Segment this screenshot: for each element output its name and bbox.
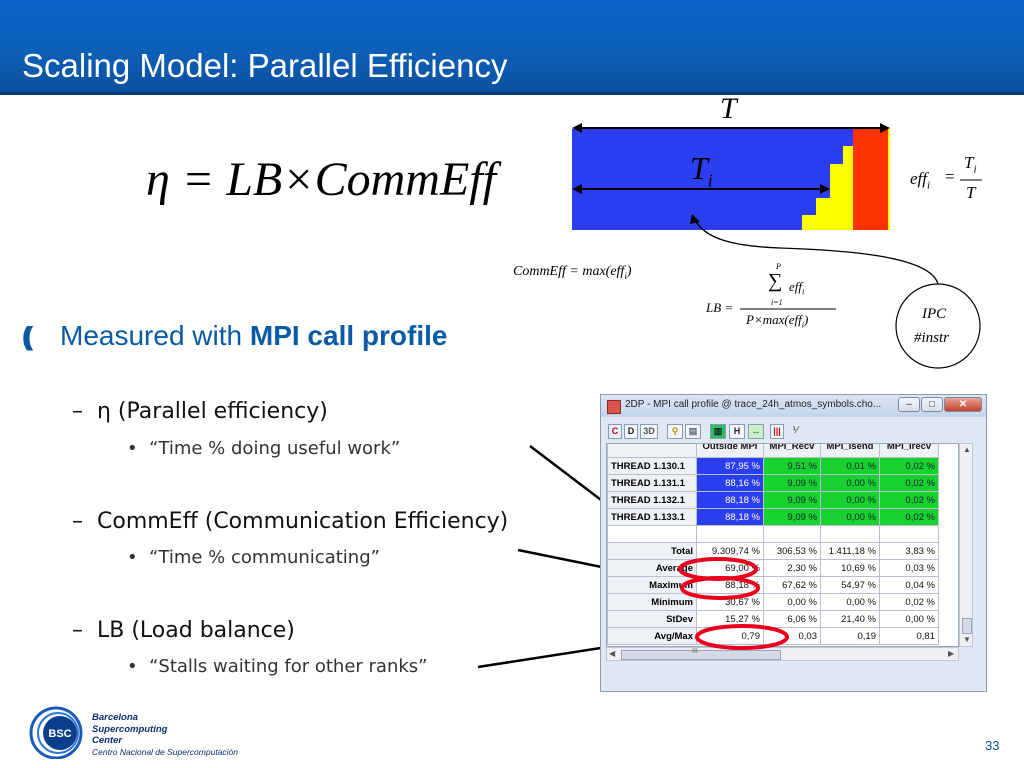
stats-row-stdev[interactable]: StDev 15,27 % 6,06 % 21,40 % 0,00 % (607, 610, 939, 628)
lb-sum-term: effi (789, 279, 805, 297)
scroll-down-icon[interactable]: ▼ (963, 635, 971, 644)
eff-equals: = (945, 167, 955, 186)
bullet-commeff: – CommEff (Communication Efficiency) (72, 509, 509, 534)
t-label: T (720, 92, 737, 125)
title-bar: Scaling Model: Parallel Efficiency (0, 0, 1024, 95)
maximize-button[interactable]: □ (921, 397, 943, 412)
table-row[interactable]: THREAD 1.130.1 87,95 % 9,51 % 0,01 % 0,0… (607, 457, 939, 475)
title-rule (0, 92, 1024, 95)
lb-sum-bottom: i=1 (771, 298, 783, 307)
zoom-icon[interactable]: ⚲ (667, 424, 683, 439)
instr-label: #instr (914, 330, 950, 346)
highlight-avgmax (695, 624, 789, 650)
col-header[interactable]: Outside MPI (696, 444, 764, 458)
scroll-left-icon[interactable]: ◀ (609, 649, 616, 658)
sub-bullet-commeff: • “Time % communicating” (127, 547, 380, 568)
org-name: Barcelona Supercomputing Center Centro N… (92, 712, 239, 757)
window-title: 2DP - MPI call profile @ trace_24h_atmos… (625, 399, 882, 410)
data-icon[interactable]: D (624, 424, 638, 439)
sub-bullet-lb: • “Stalls waiting for other ranks” (127, 656, 428, 677)
bullet-measured-text: Measured with MPI call profile (60, 320, 448, 351)
lb-sum-top: P (776, 262, 781, 271)
eff-numerator: Ti (964, 153, 977, 176)
window-titlebar[interactable]: 2DP - MPI call profile @ trace_24h_atmos… (601, 395, 986, 417)
eff-formula-lhs: effi (910, 169, 931, 192)
stats-row-avgmax[interactable]: Avg/Max 0,79 0,03 0,19 0,81 (607, 627, 939, 645)
ti-label: Ti (690, 150, 713, 191)
table-row[interactable]: THREAD 1.132.1 88,18 % 9,09 % 0,00 % 0,0… (607, 491, 939, 509)
bullet-efficiency: – η (Parallel efficiency) (72, 399, 328, 424)
stats-row-total[interactable]: Total 9.309,74 % 306,53 % 1.411,18 % 3,8… (607, 542, 939, 560)
eff-denominator: T (966, 183, 976, 202)
highlight-average (678, 557, 758, 581)
comm-bar (853, 129, 888, 230)
ipc-pointer (694, 219, 939, 285)
app-icon (607, 400, 621, 414)
horizontal-button[interactable]: H (729, 424, 745, 439)
horizontal-scrollbar[interactable]: ◀ III ▶ (606, 647, 959, 661)
toolbar: C D 3D ⚲ ▤ ▥ H ↔ ||| ⅟ (605, 422, 983, 442)
vertical-scrollbar[interactable]: ▲ ▼ (959, 443, 973, 647)
lb-lhs: LB = (706, 300, 734, 315)
lb-denominator: P×max(effi) (746, 312, 809, 330)
col-header[interactable]: MPI_Isend (820, 444, 880, 458)
horizontal-scroll-thumb[interactable]: III (621, 648, 781, 660)
3d-button[interactable]: 3D (640, 424, 658, 439)
scroll-up-icon[interactable]: ▲ (963, 445, 971, 454)
close-button[interactable]: ✕ (944, 397, 982, 412)
stats-row-minimum[interactable]: Minimum 30,67 % 0,00 % 0,00 % 0,02 % (607, 593, 939, 611)
mpi-profile-window[interactable]: 2DP - MPI call profile @ trace_24h_atmos… (600, 394, 987, 692)
sort-icon[interactable]: ⅟ (792, 425, 798, 435)
hide-empty-icon[interactable]: ↔ (748, 424, 764, 439)
slide-title: Scaling Model: Parallel Efficiency (22, 47, 508, 84)
bsc-logo-icon: BSC (29, 706, 83, 759)
table-row[interactable]: THREAD 1.131.1 88,16 % 9,09 % 0,00 % 0,0… (607, 474, 939, 492)
sub-bullet-efficiency: • “Time % doing useful work” (127, 438, 401, 459)
minimize-button[interactable]: – (898, 397, 920, 412)
corner-header (607, 444, 697, 458)
save-icon[interactable]: ▤ (685, 424, 701, 439)
main-formula: η = LB×CommEff (146, 153, 496, 206)
colors-icon[interactable]: ||| (770, 424, 784, 439)
color-mode-icon[interactable]: C (608, 424, 622, 439)
logo-text: BSC (48, 728, 71, 740)
commeff-formula: CommEff = max(effi) (513, 264, 632, 281)
vertical-scroll-thumb[interactable] (962, 618, 972, 634)
col-header[interactable]: MPI_Recv (763, 444, 821, 458)
ipc-circle (895, 283, 981, 369)
scroll-right-icon[interactable]: ▶ (948, 649, 955, 658)
page-number: 33 (985, 738, 1000, 753)
table-row[interactable]: THREAD 1.133.1 88,18 % 9,09 % 0,00 % 0,0… (607, 508, 939, 526)
bullet-lb: – LB (Load balance) (72, 618, 295, 643)
lb-sum-sign: ∑ (768, 270, 783, 292)
gradient-icon[interactable]: ▥ (710, 424, 726, 439)
ipc-label: IPC (922, 306, 947, 322)
highlight-maximum (680, 576, 760, 600)
